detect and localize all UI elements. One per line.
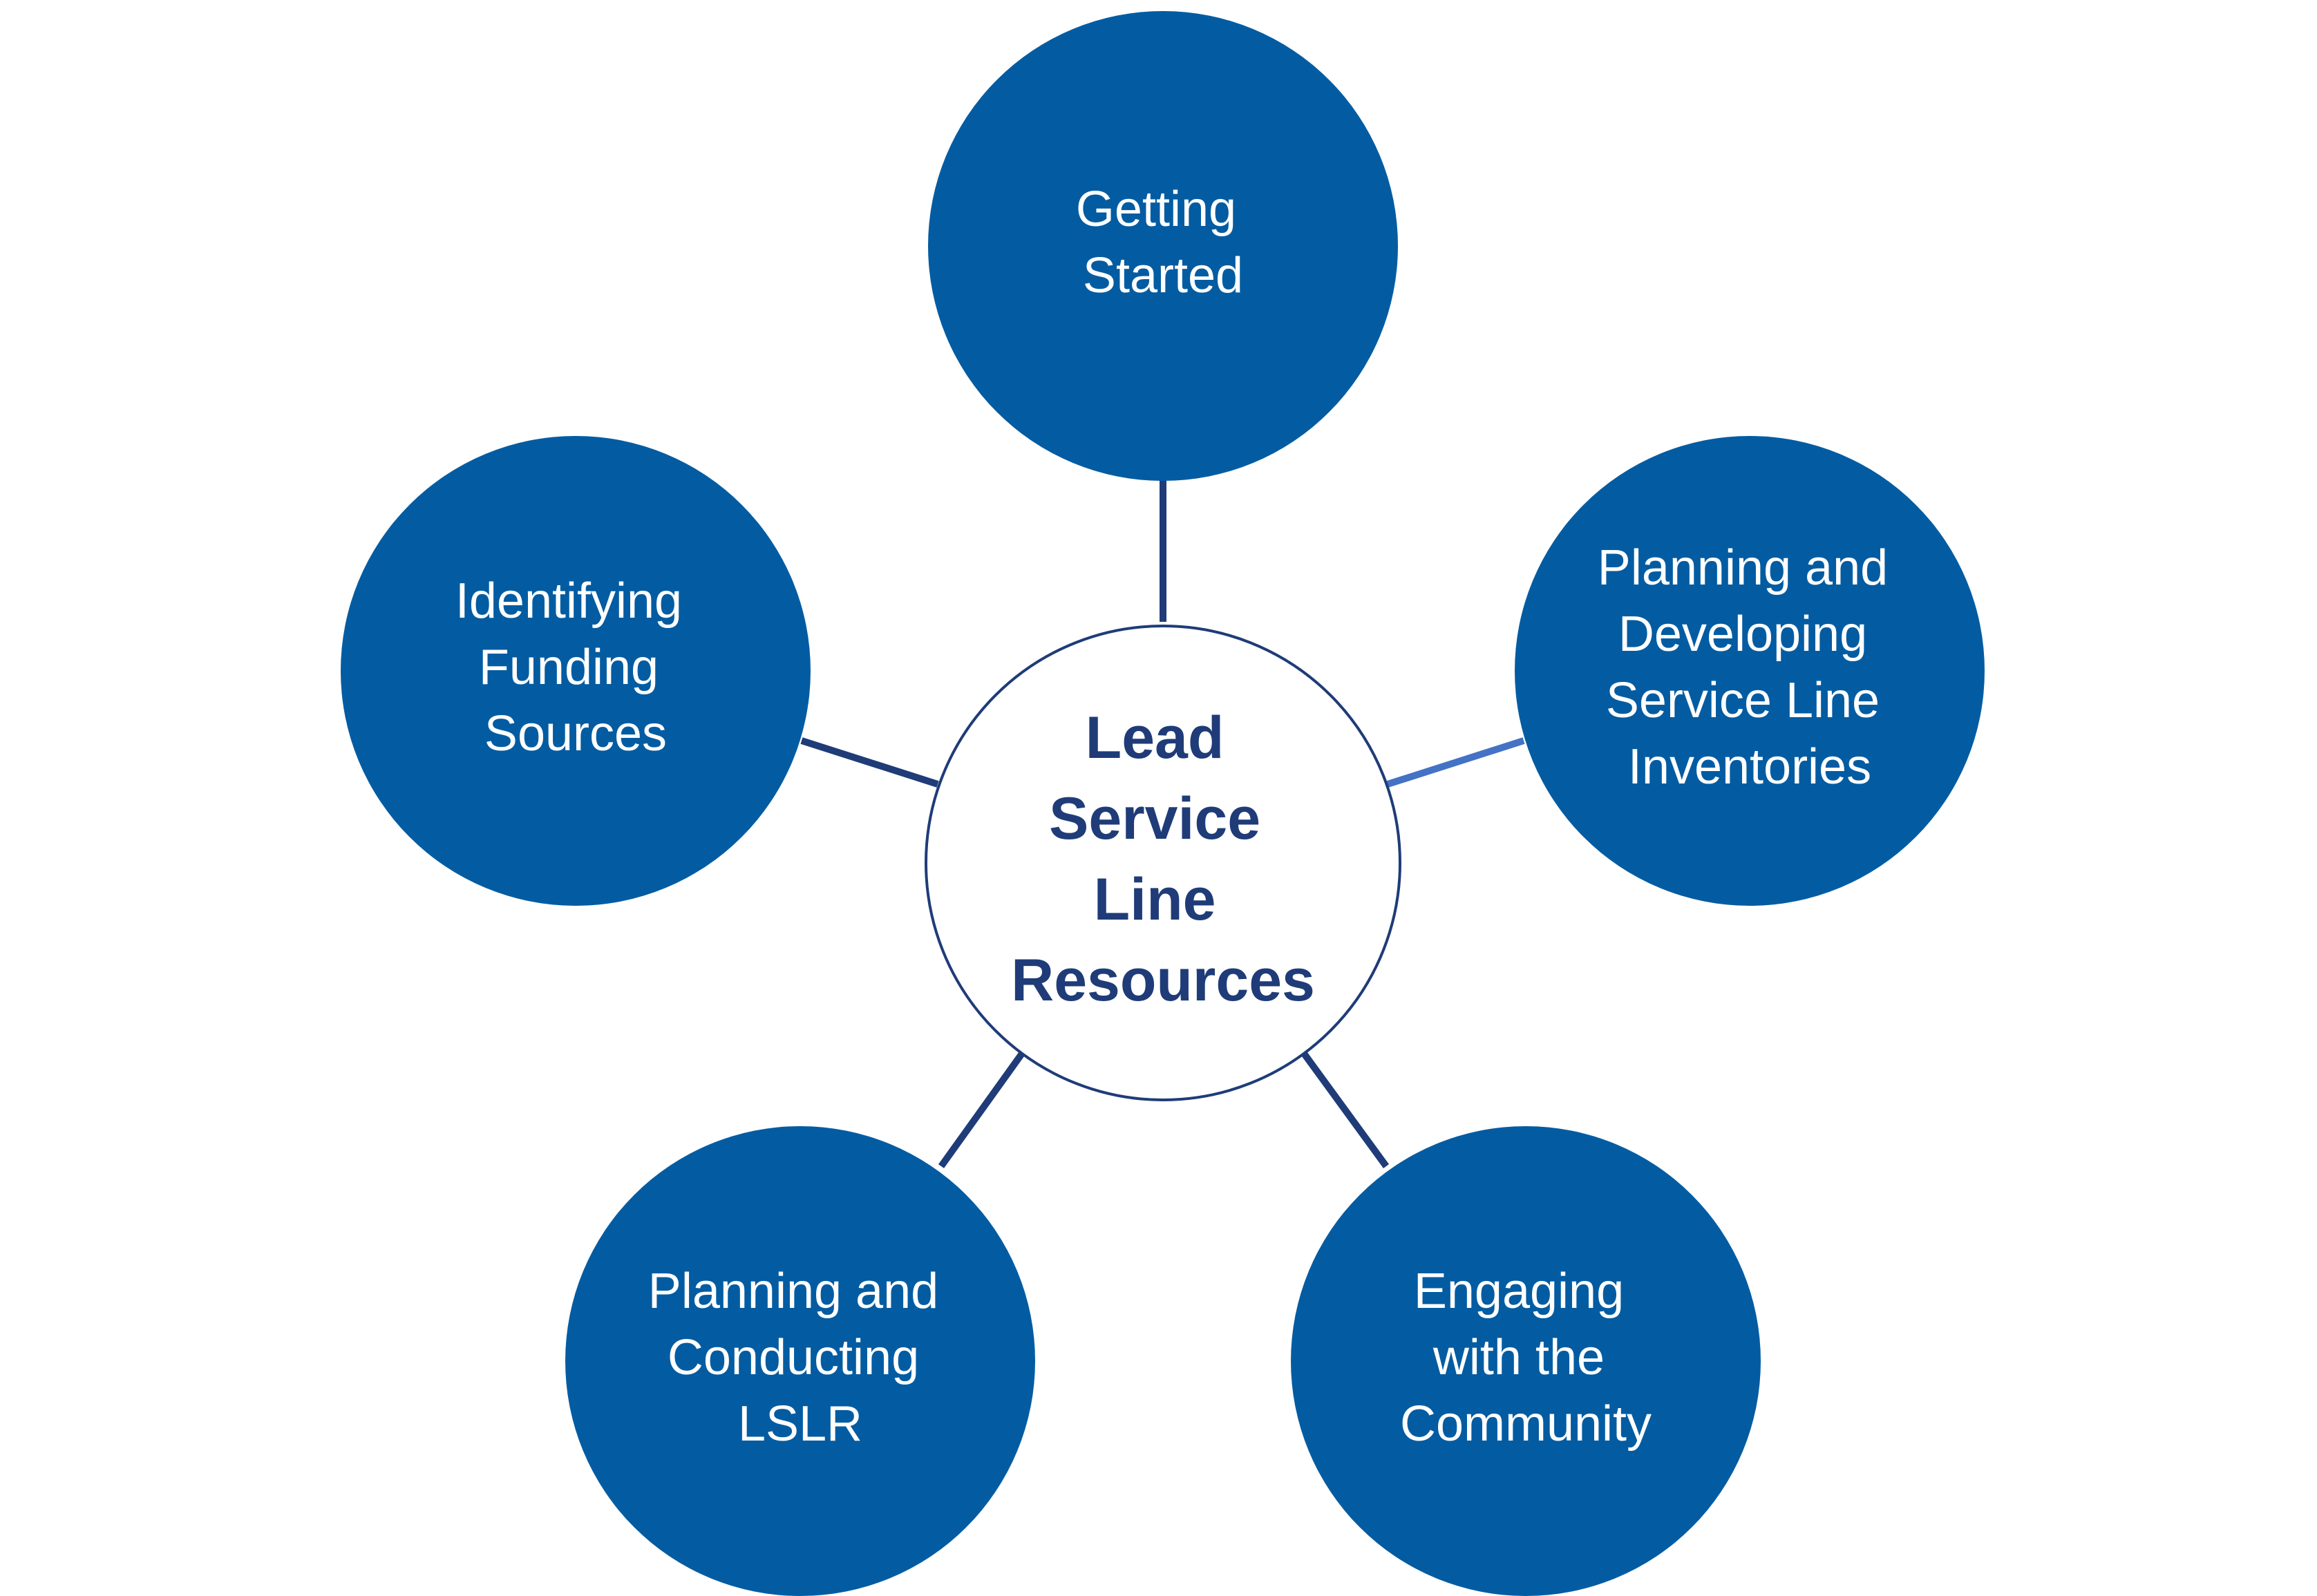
center-label-line: Lead — [1086, 705, 1224, 771]
center-label-line: Resources — [1011, 947, 1315, 1014]
node-circle — [341, 436, 811, 906]
node-label-line: Getting — [1076, 182, 1236, 237]
node-getting-started: Getting Started — [928, 11, 1398, 481]
node-label-line: Started — [1083, 248, 1243, 303]
node-circle — [565, 1126, 1035, 1596]
center-label-line: Service — [1049, 786, 1260, 852]
center-label-line: Line — [1094, 866, 1216, 933]
node-label-line: Engaging — [1414, 1264, 1624, 1319]
center-label: Lead Service Line Resources — [1011, 705, 1315, 1014]
node-label: Planning and Developing Service Line Inv… — [1598, 540, 1902, 795]
center-node: Lead Service Line Resources — [925, 625, 1401, 1101]
node-label-line: with the — [1432, 1330, 1605, 1385]
node-label-line: Service Line — [1606, 673, 1880, 728]
node-label: Planning and Conducting LSLR — [648, 1264, 952, 1452]
node-label: Getting Started — [1076, 182, 1250, 303]
connector-community — [1299, 1049, 1390, 1168]
node-label: Identifying Funding Sources — [455, 573, 696, 761]
node-lslr: Planning and Conducting LSLR — [565, 1126, 1035, 1596]
connector-inventories — [1386, 737, 1525, 788]
node-circle — [1515, 436, 1985, 906]
node-label-line: Identifying — [455, 573, 682, 629]
connectors — [800, 480, 1525, 1168]
node-community: Engaging with the Community — [1291, 1126, 1761, 1596]
node-label-line: Planning and — [648, 1264, 938, 1319]
node-circle — [1291, 1126, 1761, 1596]
node-label-line: Conducting — [668, 1330, 919, 1385]
node-label-line: Inventories — [1628, 739, 1871, 795]
node-label-line: Sources — [484, 706, 667, 761]
node-label: Engaging with the Community — [1400, 1264, 1652, 1452]
node-funding: Identifying Funding Sources — [341, 436, 811, 906]
connector-lslr — [938, 1049, 1027, 1168]
node-label-line: LSLR — [738, 1396, 862, 1452]
node-label-line: Funding — [479, 640, 659, 695]
center-circle — [925, 625, 1401, 1101]
node-label-line: Planning and — [1598, 540, 1888, 596]
node-label-line: Developing — [1618, 607, 1867, 662]
node-inventories: Planning and Developing Service Line Inv… — [1515, 436, 1985, 906]
connector-funding — [800, 737, 939, 788]
node-label-line: Community — [1400, 1396, 1652, 1452]
node-circle — [928, 11, 1398, 481]
